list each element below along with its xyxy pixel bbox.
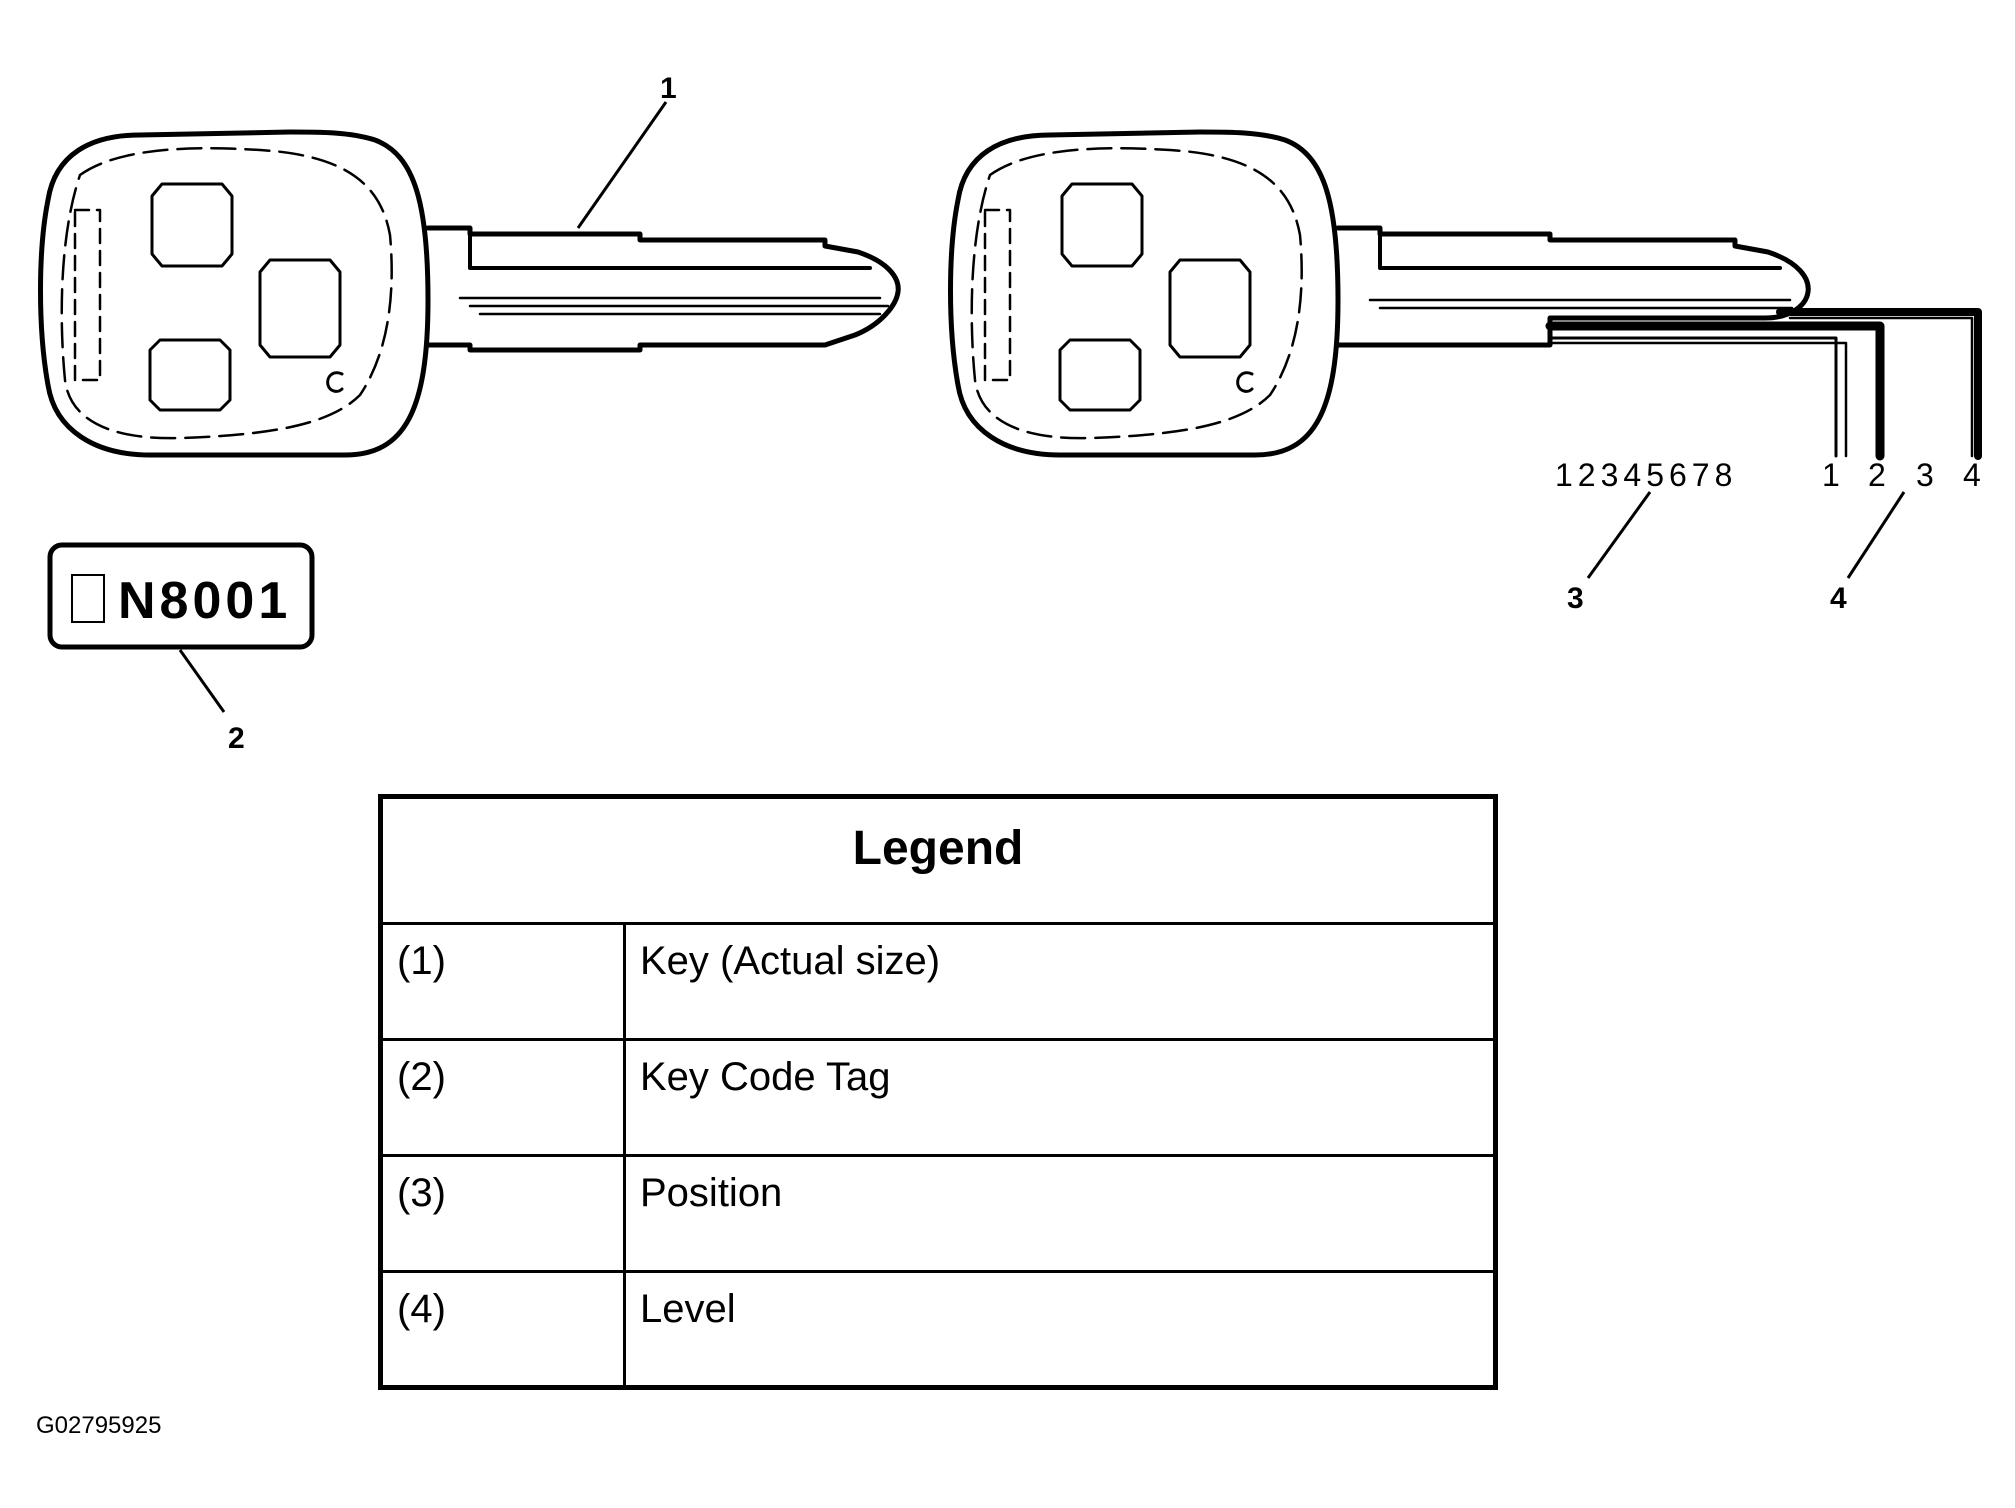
- button-bottom: [1058, 338, 1142, 412]
- callout-leaders: [178, 101, 1906, 713]
- level-label-3: 3: [1916, 457, 1934, 493]
- callout-2: 2: [228, 722, 245, 755]
- legend-row: (4) Level: [383, 1273, 1493, 1385]
- callout-4: 4: [1830, 582, 1847, 615]
- level-label-4: 4: [1963, 457, 1981, 493]
- button-c-mark: [1236, 371, 1254, 393]
- legend-row-number: (1): [383, 925, 626, 1038]
- legend-row-description: Key Code Tag: [640, 1055, 891, 1099]
- level-line-3: [1788, 316, 1974, 458]
- legend-row: (1) Key (Actual size): [383, 925, 1493, 1041]
- key-head-outline: [948, 129, 1341, 458]
- level-line-2: [1545, 321, 1885, 461]
- key-code-tag: N8001: [47, 542, 315, 650]
- key-head-inner-dashed: [970, 147, 1303, 440]
- button-bottom: [148, 338, 232, 412]
- legend-row-number: (2): [383, 1041, 626, 1154]
- callout-1: 1: [660, 72, 677, 105]
- legend-table: Legend (1) Key (Actual size) (2) Key Cod…: [378, 794, 1498, 1390]
- button-right: [1168, 258, 1252, 359]
- level-label-1: 1: [1822, 457, 1840, 493]
- level-label-2: 2: [1868, 457, 1886, 493]
- leader-3: [1586, 491, 1652, 579]
- legend-row-description: Position: [640, 1171, 783, 1215]
- legend-row-number: (4): [383, 1273, 626, 1385]
- leader-2: [178, 649, 226, 713]
- level-line-1: [1548, 336, 1838, 458]
- button-top: [150, 182, 234, 268]
- legend-row-number: (3): [383, 1157, 626, 1270]
- legend-row-description: Level: [640, 1287, 736, 1331]
- position-labels: 12345678: [1555, 457, 1737, 493]
- tag-outline: [47, 542, 315, 650]
- blade-upper-step: [468, 232, 872, 270]
- figure-id: G02795925: [36, 1412, 162, 1439]
- level-line-4: [1776, 308, 1982, 460]
- level-line-1b: [1548, 341, 1848, 458]
- tag-blank-box: [71, 574, 105, 623]
- blade-outline: [1335, 225, 1811, 348]
- key-head-outline: [38, 129, 431, 458]
- button-right: [258, 258, 342, 359]
- key-head-inner-dashed: [60, 147, 393, 440]
- callout-3: 3: [1567, 582, 1584, 615]
- legend-row-description: Key (Actual size): [640, 939, 941, 983]
- legend-row: (3) Position: [383, 1157, 1493, 1273]
- leader-4: [1846, 491, 1906, 579]
- blade-outline: [425, 225, 901, 353]
- legend-row: (2) Key Code Tag: [383, 1041, 1493, 1157]
- button-left-dashed: [983, 208, 1012, 382]
- button-c-mark: [326, 371, 344, 393]
- legend-title: Legend: [383, 799, 1493, 925]
- key-left: [38, 129, 901, 458]
- tag-code: N8001: [118, 572, 291, 630]
- leader-1: [576, 101, 668, 229]
- button-top: [1060, 182, 1144, 268]
- blade-upper-step: [1378, 232, 1782, 270]
- key-right: [948, 129, 1982, 461]
- button-left-dashed: [73, 208, 102, 382]
